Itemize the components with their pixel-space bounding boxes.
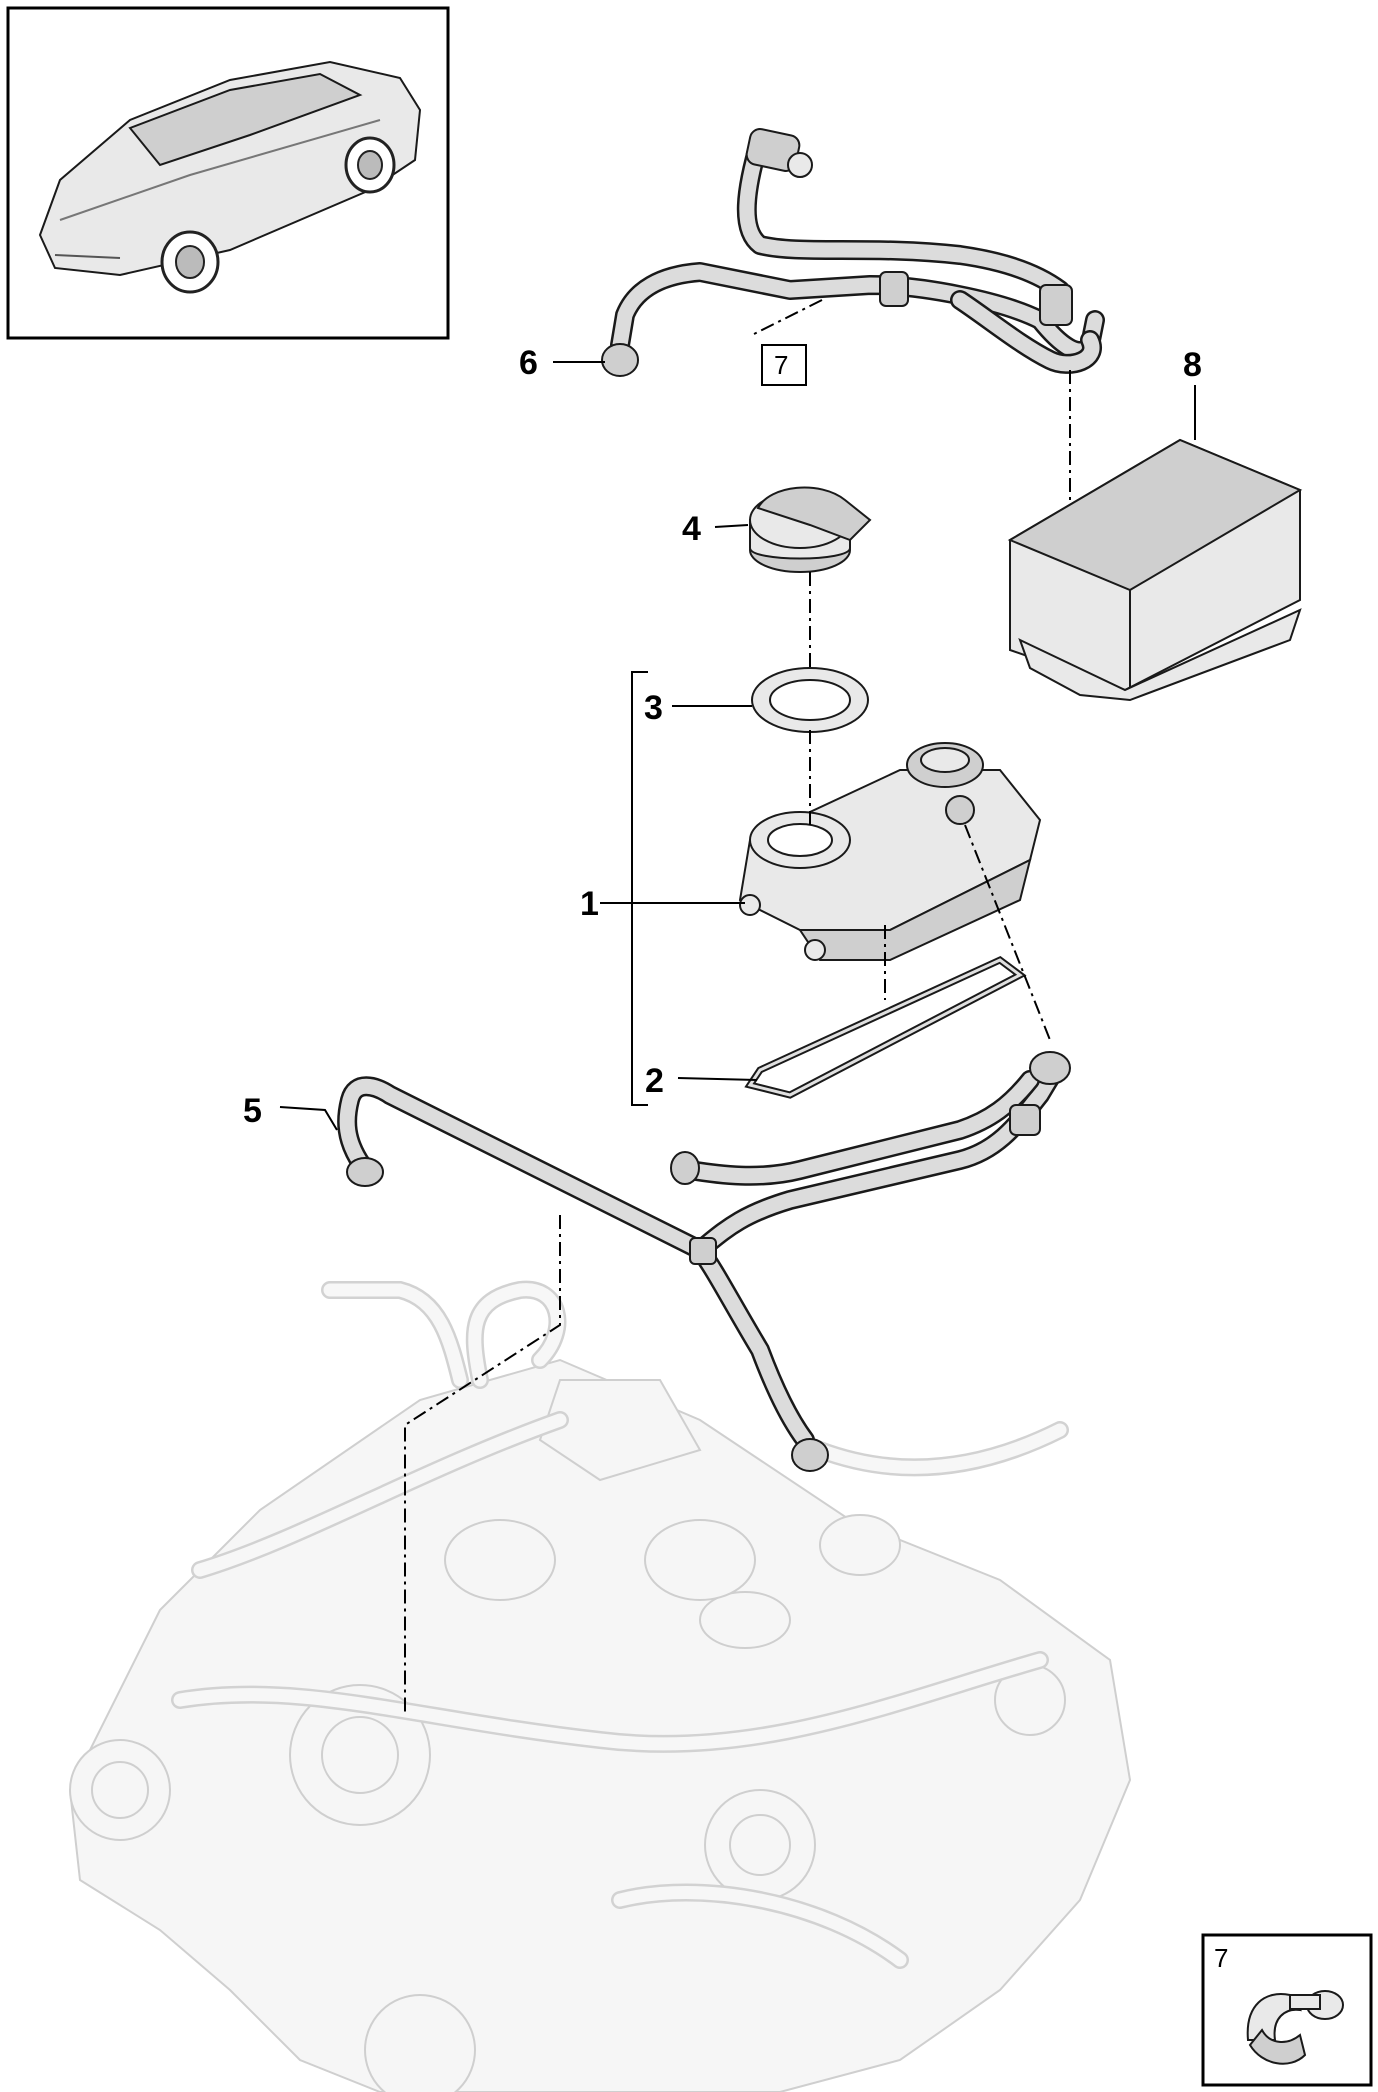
callout-7: 7 — [774, 350, 788, 380]
part-5-breather-hose — [337, 1051, 1071, 1472]
engine-assembly-ghost — [68, 1280, 1132, 2092]
part-3-seal — [751, 667, 869, 733]
vehicle-thumbnail — [6, 6, 450, 340]
callout-8: 8 — [1183, 346, 1202, 384]
callout-3: 3 — [644, 689, 663, 727]
callout-1: 1 — [580, 885, 599, 923]
clip-detail-icon — [1246, 1990, 1344, 2065]
callout-2: 2 — [645, 1062, 664, 1100]
callout-labels: 1 2 3 4 5 6 8 7 — [243, 344, 1202, 1130]
part-4-cap — [749, 486, 872, 573]
detail-box-label: 7 — [1214, 1943, 1228, 1973]
part-2-gasket — [744, 955, 1027, 1099]
callout-5: 5 — [243, 1092, 262, 1130]
part-1-valve-cover — [738, 742, 1042, 961]
leader-lines — [279, 361, 1196, 1131]
clip-detail-box: 7 — [1201, 1933, 1373, 2087]
assembly-lines — [404, 299, 1071, 1715]
callout-6: 6 — [519, 344, 538, 382]
part-8-housing — [1007, 438, 1303, 702]
callout-4: 4 — [682, 510, 701, 548]
vent-hose-upper — [601, 128, 1105, 377]
